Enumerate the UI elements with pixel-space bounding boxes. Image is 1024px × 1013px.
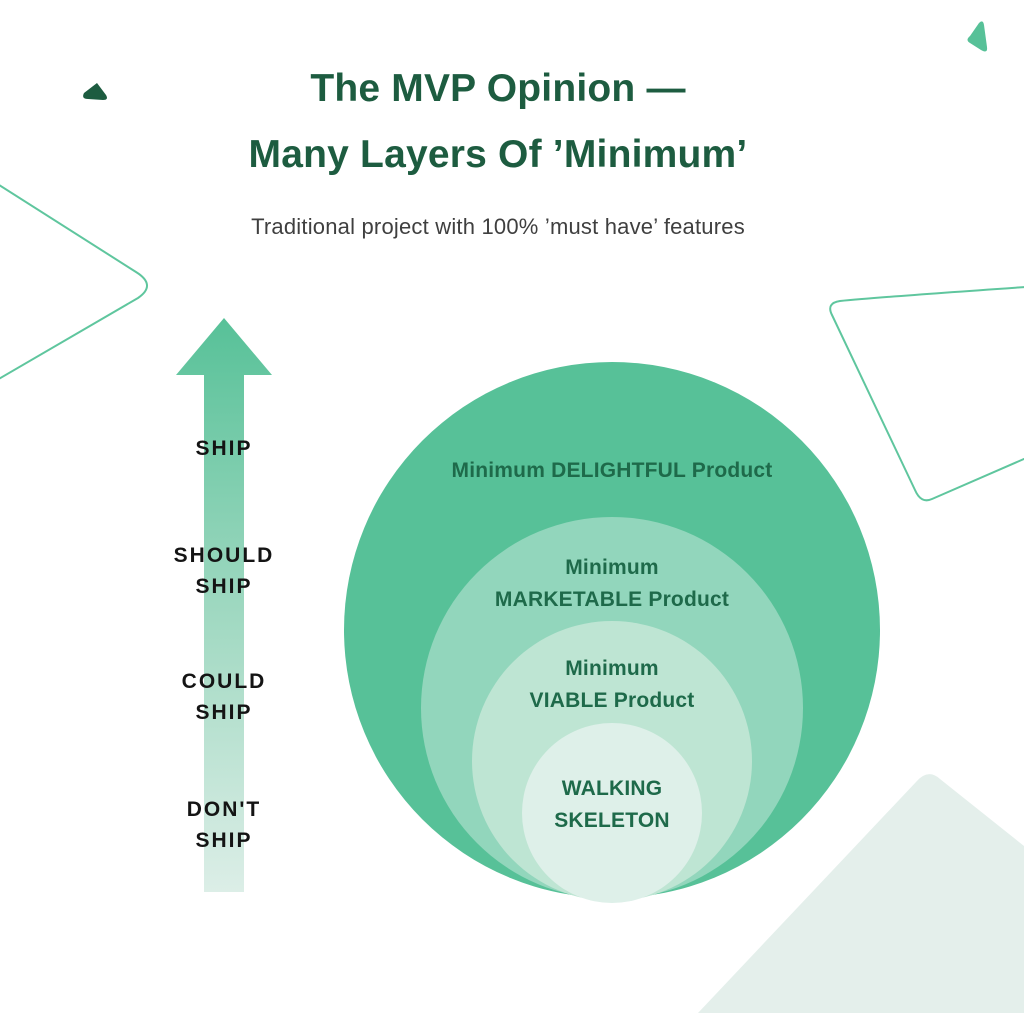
- axis-label-should-ship-line2: SHIP: [195, 575, 253, 598]
- axis-label-could-ship-line1: COULD: [181, 670, 267, 693]
- outline-triangle-left: [0, 184, 148, 380]
- axis-label-dont-ship: DON'T SHIP: [114, 794, 334, 856]
- ring-walking-skeleton: [522, 723, 702, 903]
- axis-label-could-ship-line2: SHIP: [195, 701, 253, 724]
- page-title-line2: Many Layers Of ’Minimum’: [248, 133, 748, 176]
- corner-triangle-bottom-right: [698, 774, 1024, 1013]
- ring-label-viable: Minimum VIABLE Product: [392, 653, 832, 717]
- axis-label-dont-ship-line1: DON'T: [186, 798, 262, 821]
- wedge-icon: [967, 21, 988, 52]
- axis-label-ship: SHIP: [114, 433, 334, 464]
- page-title: The MVP Opinion — Many Layers Of ’Minimu…: [0, 56, 996, 188]
- ring-label-marketable: Minimum MARKETABLE Product: [392, 552, 832, 616]
- axis-label-ship-line1: SHIP: [195, 437, 253, 460]
- outline-shape-right: [829, 286, 1024, 502]
- ring-label-delightful: Minimum DELIGHTFUL Product: [392, 455, 832, 487]
- page-title-line1: The MVP Opinion —: [310, 67, 686, 110]
- ring-label-viable-line2: VIABLE Product: [529, 689, 695, 712]
- ring-label-walking-skeleton: WALKING SKELETON: [392, 773, 832, 837]
- axis-label-dont-ship-line2: SHIP: [195, 829, 253, 852]
- ring-label-marketable-line2: MARKETABLE Product: [494, 588, 730, 611]
- ring-label-delightful-line1: Minimum DELIGHTFUL Product: [451, 459, 773, 482]
- axis-label-could-ship: COULD SHIP: [114, 666, 334, 728]
- ring-label-skeleton-line2: SKELETON: [554, 809, 670, 832]
- page-subtitle: Traditional project with 100% ’must have…: [251, 214, 745, 239]
- ring-label-viable-line1: Minimum: [565, 657, 659, 680]
- ring-label-skeleton-line1: WALKING: [561, 777, 663, 800]
- axis-label-should-ship: SHOULD SHIP: [114, 540, 334, 602]
- ring-label-marketable-line1: Minimum: [565, 556, 659, 579]
- up-arrow: [176, 318, 272, 892]
- axis-label-should-ship-line1: SHOULD: [173, 544, 275, 567]
- leaf-icon: [83, 83, 107, 100]
